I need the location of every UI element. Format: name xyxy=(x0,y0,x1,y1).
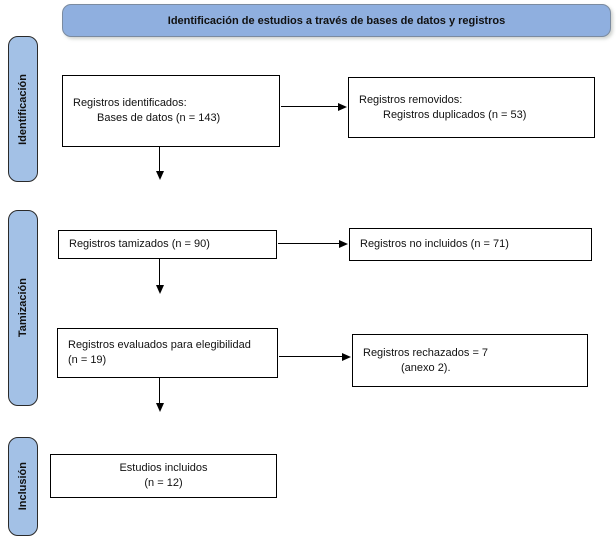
arrow-screened-to-notincluded xyxy=(278,243,340,244)
box-registros-rechazados: Registros rechazados = 7 (anexo 2). xyxy=(352,334,588,387)
arrowhead-right-icon xyxy=(342,352,351,361)
box-registros-removidos: Registros removidos: Registros duplicado… xyxy=(348,77,595,138)
arrow-identified-to-screened xyxy=(159,147,160,172)
box-text-line: Estudios incluidos xyxy=(119,462,208,474)
box-text-line: (anexo 2). xyxy=(401,361,451,374)
box-registros-no-incluidos: Registros no incluidos (n = 71) xyxy=(349,228,592,261)
box-registros-tamizados: Registros tamizados (n = 90) xyxy=(58,230,277,259)
box-text-line: Registros evaluados para elegibilidad xyxy=(68,339,251,351)
box-text-line: Registros rechazados = 7 xyxy=(363,346,489,359)
stage-bar-inclusion: Inclusión xyxy=(8,437,38,536)
box-text-line: (n = 19) xyxy=(68,354,107,366)
arrow-assessed-to-rejected xyxy=(279,356,343,357)
arrowhead-down-icon xyxy=(155,403,164,412)
box-text-line: Registros duplicados (n = 53) xyxy=(383,108,527,121)
stage-label-tamizacion: Tamización xyxy=(17,278,29,338)
arrow-identified-to-removed xyxy=(281,106,339,107)
stage-label-inclusion: Inclusión xyxy=(17,462,29,511)
arrowhead-right-icon xyxy=(338,102,347,111)
arrow-assessed-to-included xyxy=(159,378,160,404)
diagram-title: Identificación de estudios a través de b… xyxy=(167,14,506,27)
box-text-line: (n = 12) xyxy=(144,477,183,489)
box-text-line: Registros identificados: xyxy=(73,97,187,109)
box-text-line: Registros no incluidos (n = 71) xyxy=(360,238,509,250)
arrowhead-down-icon xyxy=(155,171,164,180)
box-text-line: Registros removidos: xyxy=(359,93,463,106)
stage-bar-tamizacion: Tamización xyxy=(8,210,38,406)
stage-bar-identificacion: Identificación xyxy=(8,36,38,182)
arrow-screened-to-assessed xyxy=(159,259,160,286)
box-text-line: Bases de datos (n = 143) xyxy=(97,112,221,124)
box-text-line: Registros tamizados (n = 90) xyxy=(69,238,210,250)
arrowhead-down-icon xyxy=(155,285,164,294)
arrowhead-right-icon xyxy=(339,239,348,248)
diagram-title-banner: Identificación de estudios a través de b… xyxy=(62,4,611,37)
box-registros-evaluados: Registros evaluados para elegibilidad (n… xyxy=(57,328,278,378)
box-estudios-incluidos: Estudios incluidos (n = 12) xyxy=(50,454,277,498)
stage-label-identificacion: Identificación xyxy=(17,73,29,145)
box-registros-identificados: Registros identificados: Bases de datos … xyxy=(62,75,280,147)
